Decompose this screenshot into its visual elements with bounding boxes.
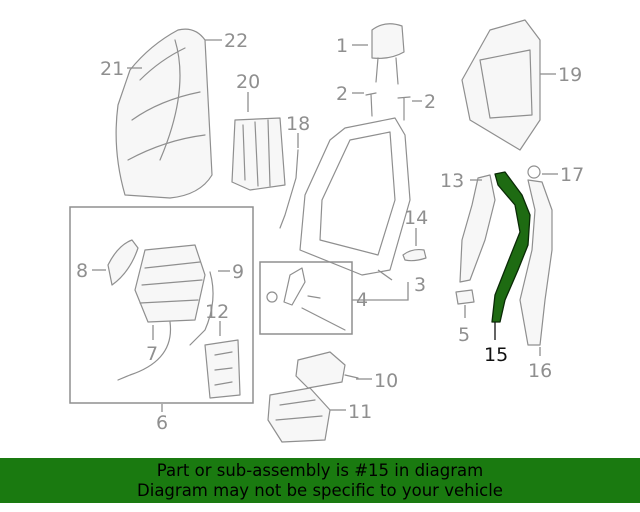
part-8-lumbar-pad[interactable]: [107, 239, 139, 286]
banner-line-1: Part or sub-assembly is #15 in diagram: [156, 460, 484, 480]
part-9-wire[interactable]: [189, 271, 214, 346]
seat-parts-diagram: 21 22 20 18 1 2 2 14: [69, 19, 584, 443]
callout-18: 18: [286, 113, 310, 135]
callout-17: 17: [560, 164, 584, 186]
part-2-headrest-guides[interactable]: [365, 92, 411, 121]
callout-22: 22: [224, 30, 248, 52]
banner-line-2: Diagram may not be specific to your vehi…: [137, 480, 503, 500]
callout-8: 8: [76, 260, 88, 282]
part-seatback-frame: [299, 117, 411, 276]
part-5-connector[interactable]: [455, 289, 475, 305]
part-1-headrest[interactable]: [371, 23, 405, 85]
part-15-highlighted[interactable]: [491, 171, 531, 323]
callout-15: 15: [484, 344, 508, 366]
info-banner: Part or sub-assembly is #15 in diagram D…: [0, 458, 640, 503]
callout-6: 6: [156, 412, 168, 434]
callout-11: 11: [348, 401, 372, 423]
callout-5: 5: [458, 324, 470, 346]
callout-16: 16: [528, 360, 552, 382]
part-4-recliner-kit[interactable]: [266, 267, 346, 331]
callout-14: 14: [404, 207, 428, 229]
part-11-bracket[interactable]: [267, 387, 331, 443]
part-10-motor[interactable]: [295, 351, 359, 389]
callout-20: 20: [236, 71, 260, 93]
part-16-long-trim[interactable]: [519, 179, 553, 346]
part-17-clip[interactable]: [527, 165, 541, 179]
part-18-rod[interactable]: [279, 149, 299, 229]
part-19-back-panel[interactable]: [461, 19, 541, 151]
callout-3: 3: [414, 274, 426, 296]
callout-4: 4: [356, 289, 368, 311]
callout-2b: 2: [424, 91, 436, 113]
part-21-seatback-cover[interactable]: [115, 28, 213, 199]
callout-box-6: [69, 206, 254, 404]
part-13-side-trim[interactable]: [459, 174, 496, 283]
callout-box-4: [259, 261, 353, 335]
callout-19: 19: [558, 64, 582, 86]
part-14-clip[interactable]: [402, 248, 427, 262]
part-12-module[interactable]: [204, 339, 241, 399]
callout-12: 12: [205, 301, 229, 323]
part-7-heater-mat[interactable]: [117, 244, 206, 381]
part-20-backrest-pad[interactable]: [231, 117, 286, 191]
callout-9: 9: [232, 261, 244, 283]
callout-7: 7: [146, 343, 158, 365]
callout-2a: 2: [336, 83, 348, 105]
callout-1: 1: [336, 35, 348, 57]
callout-21: 21: [100, 58, 124, 80]
callout-13: 13: [440, 170, 464, 192]
callout-10: 10: [374, 370, 398, 392]
